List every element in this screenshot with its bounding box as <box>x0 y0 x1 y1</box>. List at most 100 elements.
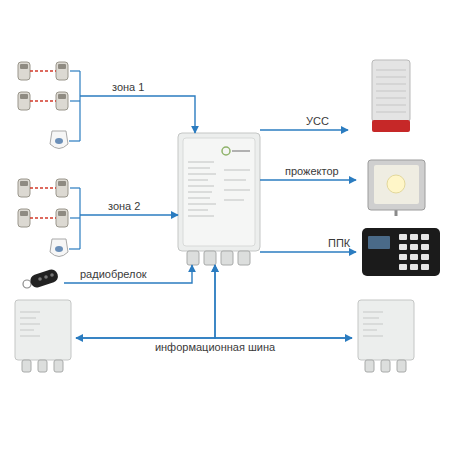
zone-bracket <box>69 140 80 141</box>
edge-label: зона 2 <box>108 200 140 213</box>
siren <box>376 98 406 99</box>
controller-box <box>178 133 260 265</box>
siren <box>372 60 410 122</box>
beam-detector <box>18 92 30 110</box>
controller-box <box>224 170 250 171</box>
controller-box <box>221 251 233 265</box>
control-panel <box>421 234 429 240</box>
connector-arrow <box>64 265 192 283</box>
controller-box <box>15 300 71 360</box>
beam-detector <box>20 94 28 99</box>
controller-box <box>188 204 216 205</box>
controller-box <box>381 360 390 372</box>
floodlight <box>395 210 398 216</box>
controller-box <box>363 318 379 319</box>
controller-box <box>204 251 216 265</box>
controller-box <box>188 174 216 175</box>
controller-box <box>12 298 76 376</box>
edge-label: радиобрелок <box>80 268 147 281</box>
sensor-group <box>10 172 80 264</box>
connector-arrow <box>260 251 356 252</box>
control-panel <box>368 236 390 249</box>
controller-box <box>363 336 383 337</box>
beam-detector <box>30 187 56 188</box>
zone-bracket <box>69 71 80 141</box>
beam-detector <box>58 94 66 99</box>
motion-sensor <box>55 138 63 144</box>
controller-box <box>188 180 208 181</box>
controller-box <box>188 198 210 199</box>
controller-box <box>224 180 246 181</box>
controller-box <box>188 162 250 216</box>
controller-box <box>232 150 250 152</box>
zone-bracket <box>69 248 80 249</box>
zone-bracket <box>69 188 80 249</box>
floodlight <box>387 175 405 193</box>
connector-arrow <box>260 129 348 130</box>
siren <box>376 105 406 106</box>
controller-box <box>363 330 377 331</box>
controller-box <box>397 360 406 372</box>
key-fob <box>23 268 59 289</box>
controller-box <box>188 168 210 169</box>
controller-box <box>188 186 214 187</box>
connector-arrow <box>76 265 215 338</box>
edge-label: прожектор <box>285 165 339 178</box>
key-fob <box>22 266 64 292</box>
controller-box <box>188 210 208 211</box>
controller-box <box>358 300 414 372</box>
edge-label: УСС <box>306 115 329 128</box>
key-fob <box>23 280 31 288</box>
controller-box <box>365 360 374 372</box>
beam-detector <box>56 179 68 197</box>
controller-box <box>363 312 383 336</box>
zone-bracket <box>70 100 80 101</box>
key-fob <box>38 277 42 281</box>
beam-detector <box>18 179 68 197</box>
control-panel <box>421 254 429 260</box>
beam-detector <box>56 92 68 110</box>
controller-box <box>222 147 230 155</box>
beam-detector <box>20 211 28 216</box>
beam-detector <box>58 211 66 216</box>
control-panel <box>399 234 429 270</box>
beam-detector <box>58 181 66 186</box>
key-fob <box>44 275 48 279</box>
controller-box <box>187 251 199 265</box>
control-panel <box>362 228 440 276</box>
controller-box <box>38 360 47 372</box>
beam-detector <box>30 70 56 71</box>
beam-detector <box>58 64 66 69</box>
siren <box>376 70 406 112</box>
siren <box>376 112 406 113</box>
key-fob <box>29 268 60 289</box>
control-panel <box>399 244 407 250</box>
key-fob <box>50 273 54 277</box>
edge-label: ППК <box>328 237 350 250</box>
beam-detector <box>18 62 30 80</box>
siren <box>372 120 410 132</box>
control-panel <box>399 264 407 270</box>
edge-label: зона 1 <box>112 81 144 94</box>
controller-box <box>224 190 250 191</box>
zone-bracket <box>70 70 80 71</box>
siren <box>376 77 406 78</box>
controller-box <box>20 324 40 325</box>
control-panel <box>410 234 418 240</box>
floodlight <box>368 160 425 210</box>
connector-arrow <box>76 337 352 338</box>
controller-box <box>54 360 63 372</box>
control-panel <box>421 264 429 270</box>
control-panel <box>410 254 418 260</box>
beam-detector <box>18 209 30 227</box>
controller-box <box>238 251 250 265</box>
siren <box>376 84 406 85</box>
beam-detector <box>30 100 56 101</box>
control-panel <box>421 244 429 250</box>
zone-bracket <box>70 187 80 188</box>
